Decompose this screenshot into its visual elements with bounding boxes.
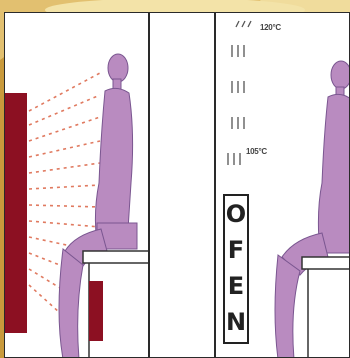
temperature-bottom-label: 105°C	[246, 147, 267, 156]
oven-letter: E	[225, 268, 247, 304]
seated-person-icon	[275, 61, 350, 358]
heat-wave-icon	[228, 21, 251, 165]
infrared-scene	[5, 13, 149, 358]
oven-letter: O	[225, 196, 247, 232]
floor-heater	[89, 281, 103, 341]
bench	[302, 257, 350, 358]
oven-letter: F	[225, 232, 247, 268]
divider-panel	[149, 12, 215, 358]
temperature-top-label: 120°C	[260, 23, 281, 32]
oven-sign: O F E N	[223, 194, 249, 344]
oven-letter: N	[225, 304, 247, 340]
infrared-panel	[4, 12, 149, 358]
infrared-heater	[5, 93, 27, 333]
